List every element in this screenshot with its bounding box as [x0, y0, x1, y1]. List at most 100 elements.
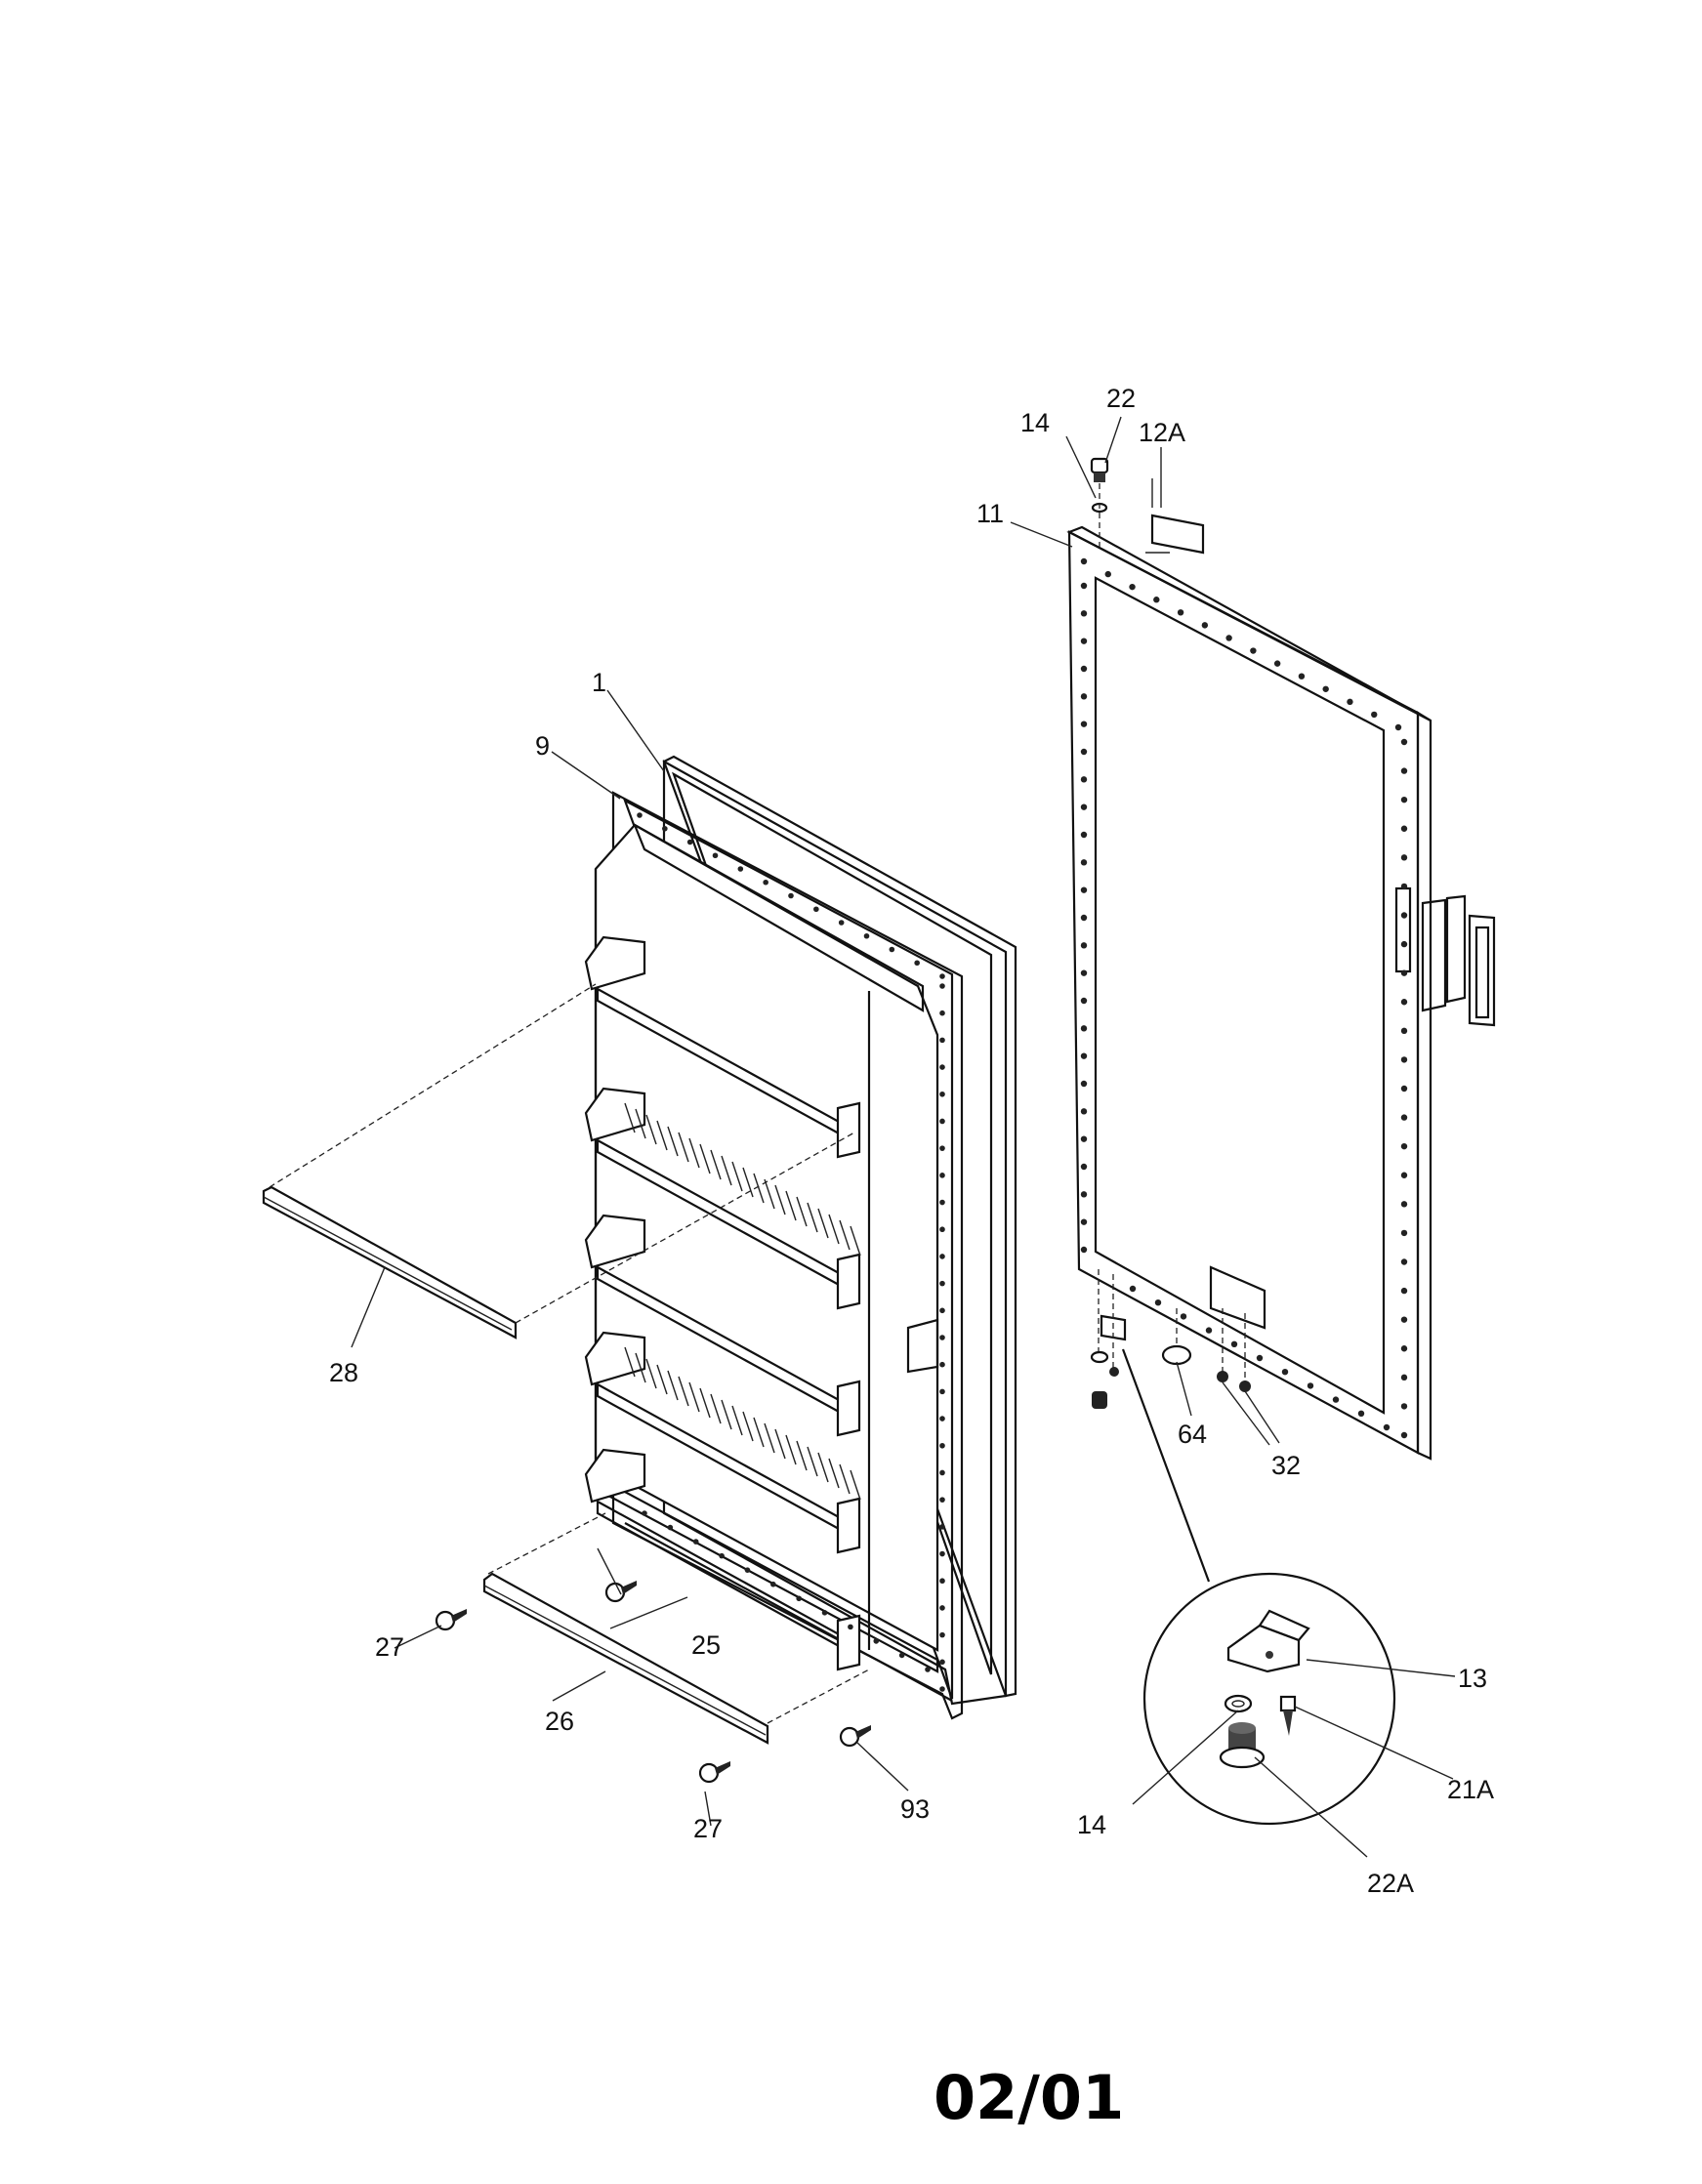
shelf-rib — [742, 1411, 754, 1442]
callout-32: 32 — [1271, 1451, 1301, 1480]
fastener-hole — [939, 1416, 945, 1422]
shelf-rib — [656, 1364, 668, 1395]
fastener-hole — [1273, 660, 1281, 667]
callout-25: 25 — [691, 1630, 721, 1660]
shelf-rib — [688, 1137, 700, 1169]
fastener-hole — [1400, 1114, 1408, 1121]
fastener-hole — [939, 1388, 945, 1395]
fastener-hole — [939, 1659, 945, 1666]
shelf-part — [584, 935, 646, 991]
shelf-rib — [710, 1393, 722, 1424]
shelf-rail-28 — [262, 983, 855, 1339]
fastener-hole — [1400, 1316, 1408, 1323]
shelf-rib — [645, 1114, 657, 1145]
fastener-hole — [763, 879, 768, 886]
fastener-hole — [1394, 723, 1402, 731]
fastener-hole — [939, 1118, 945, 1125]
fastener-hole — [914, 960, 920, 967]
shelf-rib — [667, 1370, 679, 1401]
fastener-hole — [788, 892, 794, 899]
fastener-hole — [939, 1091, 945, 1097]
shelf-rib — [785, 1434, 797, 1465]
shelf-rib — [656, 1120, 668, 1151]
fastener-hole — [1400, 1374, 1408, 1381]
fastener-hole — [939, 1226, 945, 1233]
shelf-rib — [731, 1405, 743, 1436]
fastener-hole — [1129, 1285, 1137, 1293]
fastener-hole — [939, 1064, 945, 1070]
fastener-hole — [667, 1524, 674, 1531]
fastener-hole — [1383, 1423, 1391, 1431]
shelf-part — [836, 1497, 861, 1554]
shelf-rib — [807, 1202, 818, 1233]
fastener-hole — [1154, 1299, 1162, 1306]
shelf-rib — [678, 1132, 689, 1163]
fastener-hole — [1080, 1052, 1088, 1059]
callout-93: 93 — [900, 1794, 930, 1824]
fastener-hole — [1080, 610, 1088, 617]
fastener-hole — [1080, 969, 1088, 976]
fastener-hole — [863, 932, 870, 939]
leader-lines — [351, 416, 1456, 1858]
fastener-hole — [1080, 665, 1088, 673]
shelf-rib — [753, 1417, 765, 1448]
label-plate-12a — [1145, 478, 1205, 555]
fastener-hole — [1400, 1027, 1408, 1035]
shelf-rib — [850, 1225, 861, 1257]
fastener-hole — [898, 1652, 905, 1659]
liner-fastener-holes — [637, 812, 945, 1692]
shelf-rib — [742, 1167, 754, 1198]
fastener-hole — [889, 946, 895, 953]
shelf-part — [836, 1101, 861, 1159]
fastener-hole — [1400, 1056, 1408, 1063]
fastener-hole — [1080, 557, 1088, 565]
fastener-hole — [939, 1578, 945, 1585]
shelf-rib — [785, 1190, 797, 1221]
fastener-hole — [1250, 647, 1257, 654]
fastener-hole — [838, 920, 845, 926]
fastener-hole — [1080, 1108, 1088, 1115]
shelf-rib — [678, 1376, 689, 1407]
fastener-hole — [1080, 831, 1088, 839]
fastener-hole — [1104, 570, 1111, 578]
shelf-rib — [850, 1469, 861, 1501]
fastener-hole — [1225, 635, 1232, 641]
fastener-hole — [1080, 942, 1088, 949]
fastener-hole — [1400, 1172, 1408, 1178]
shelf-part — [836, 1380, 861, 1437]
fastener-hole — [1080, 1025, 1088, 1032]
callout-27-upper: 27 — [375, 1632, 404, 1662]
fastener-hole — [1307, 1382, 1314, 1389]
shelf-rail-26 — [482, 1512, 870, 1745]
shelf-rib — [796, 1440, 808, 1471]
shelf-rib — [645, 1358, 657, 1389]
fastener-hole — [939, 1307, 945, 1314]
fastener-hole — [642, 1510, 647, 1516]
fastener-hole — [939, 1335, 945, 1340]
fastener-hole — [637, 812, 643, 818]
fastener-hole — [1230, 1340, 1238, 1348]
fastener-hole — [1080, 997, 1088, 1005]
shelf-rib — [817, 1452, 829, 1483]
fastener-hole — [1080, 1246, 1088, 1254]
fastener-hole — [737, 866, 744, 872]
fastener-hole — [939, 1173, 945, 1178]
fastener-hole — [1332, 1396, 1340, 1403]
fastener-hole — [939, 1686, 945, 1692]
fastener-hole — [1400, 825, 1408, 832]
fastener-hole — [873, 1638, 880, 1644]
fastener-hole — [939, 1469, 945, 1476]
fastener-hole — [939, 1145, 945, 1151]
fastener-hole — [719, 1552, 725, 1559]
fastener-hole — [939, 1199, 945, 1206]
callout-27-lower: 27 — [693, 1814, 723, 1843]
fastener-hole — [1281, 1369, 1289, 1376]
fastener-hole — [1357, 1410, 1365, 1418]
callout-12a: 12A — [1139, 418, 1185, 447]
fastener-hole — [1400, 969, 1408, 976]
fastener-hole — [1322, 685, 1329, 692]
shelf-rib — [699, 1387, 711, 1419]
fastener-hole — [1080, 1218, 1088, 1225]
shelf-rib — [635, 1108, 646, 1139]
fastener-hole — [1256, 1354, 1264, 1362]
